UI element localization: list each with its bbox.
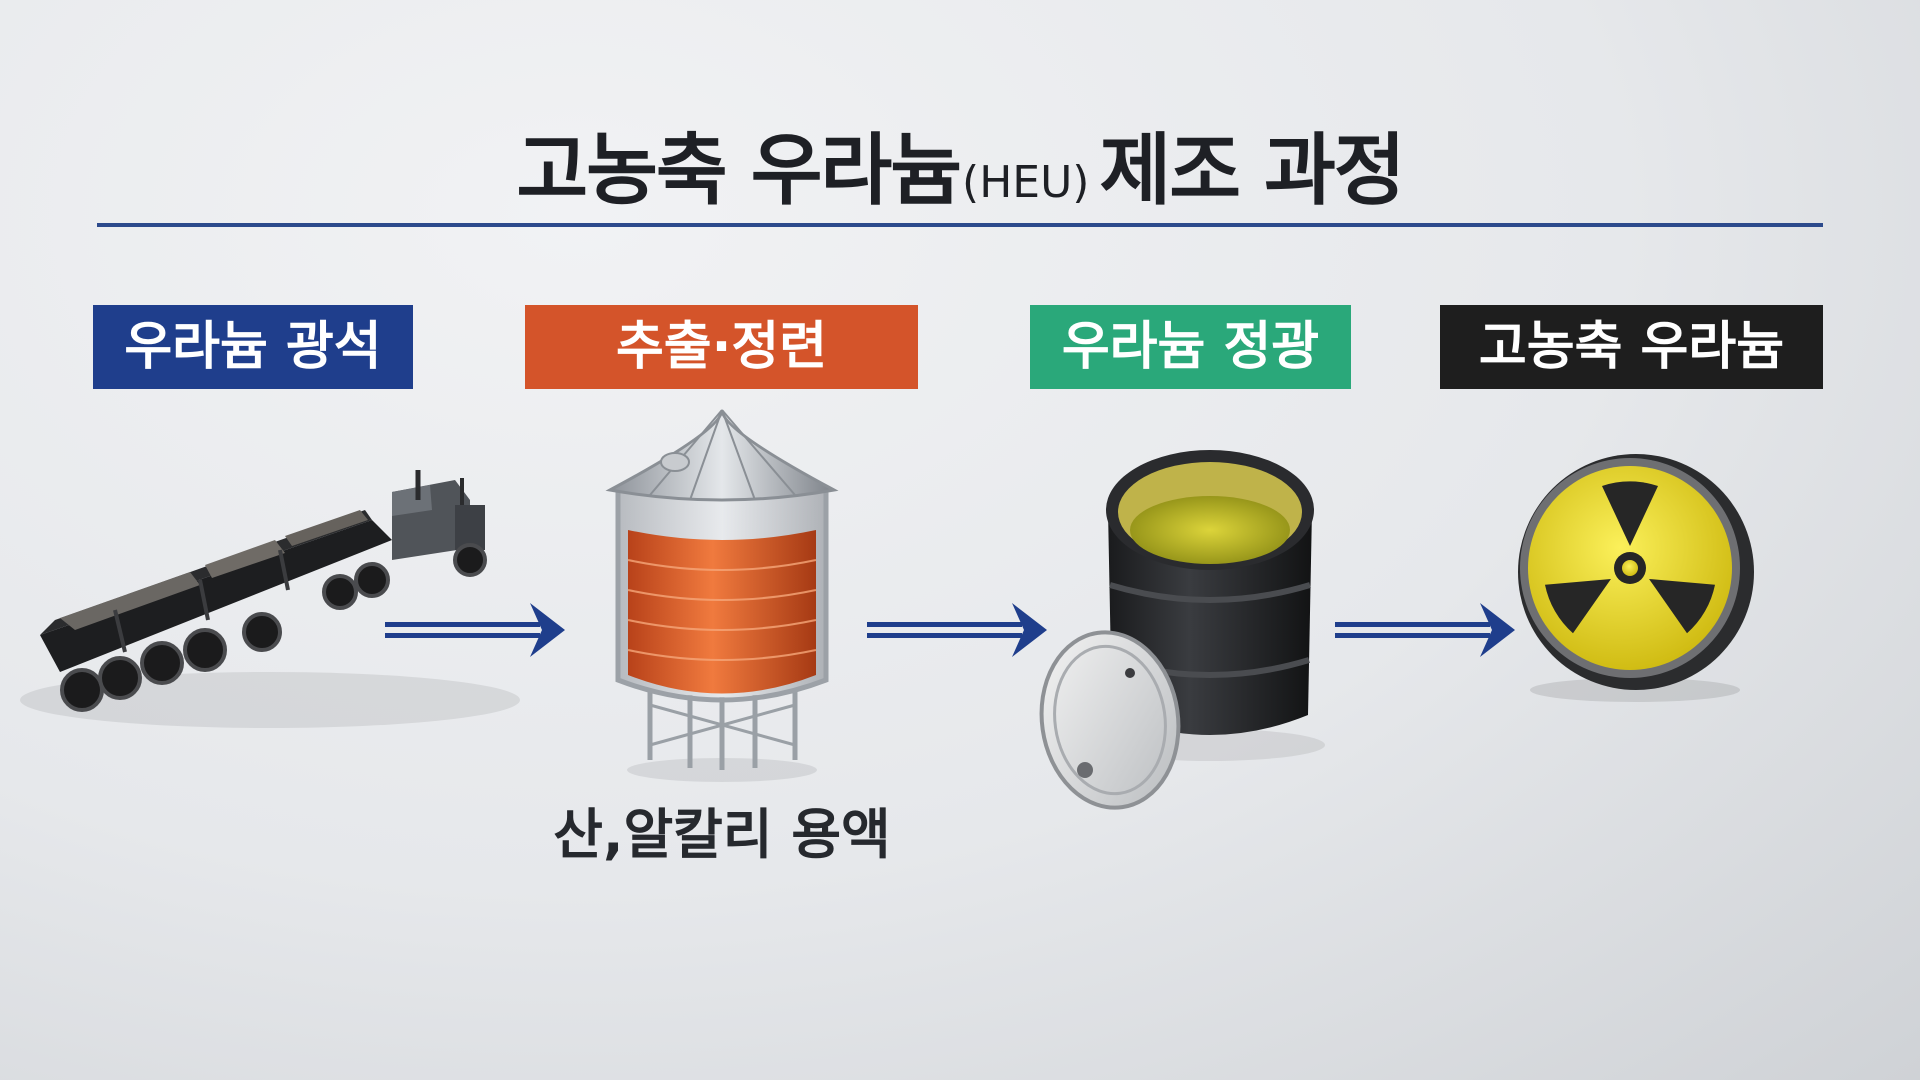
stage-label-heu: 고농축 우라늄 [1440,305,1823,389]
silo-tank-icon [605,409,839,782]
stage-label-ore: 우라늄 광석 [93,305,413,389]
dump-truck-icon [20,470,520,728]
stage-label-concentrate: 우라늄 정광 [1030,305,1351,389]
title-main-before: 고농축 우라늄 [516,126,962,216]
extraction-caption: 산,알칼리 용액 [553,803,891,866]
stage-label-extraction: 추출·정련 [525,305,918,389]
title-abbr: (HEU) [962,157,1090,208]
right-arrow-icon [385,603,565,657]
right-arrow-icon [867,603,1047,657]
drum-lid [1039,630,1181,810]
radiation-symbol-icon [1518,454,1754,702]
page-title: 고농축 우라늄(HEU)제조 과정 [0,108,1920,220]
title-main-after: 제조 과정 [1099,126,1405,216]
steel-drum-icon [1039,450,1325,810]
title-divider [97,223,1823,227]
right-arrow-icon [1335,603,1515,657]
